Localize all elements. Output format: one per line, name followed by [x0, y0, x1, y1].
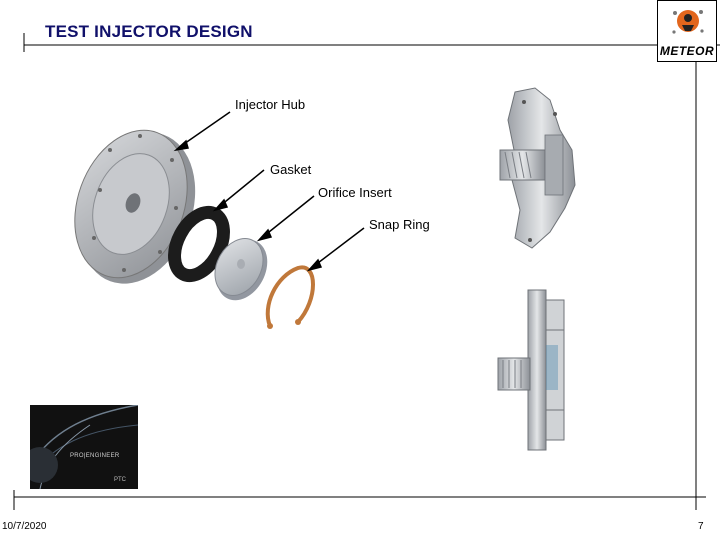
meteor-emblem-icon: [672, 10, 704, 34]
page-number: 7: [698, 521, 704, 532]
orifice-insert-part: [214, 238, 268, 301]
injector-hub-part: [74, 129, 196, 284]
thumbnail-sub: PTC: [114, 477, 126, 483]
page-title: TEST INJECTOR DESIGN: [45, 22, 253, 41]
meteor-logo: METEOR: [657, 0, 717, 62]
thumbnail-swoosh-graphic: [30, 405, 138, 489]
side-view-bottom: [497, 289, 565, 451]
thumbnail-brand: PRO|ENGINEER: [70, 453, 120, 459]
callout-gasket: Gasket: [270, 162, 312, 177]
callout-orifice-insert: Orifice Insert: [318, 185, 392, 200]
callout-arrows: [173, 111, 365, 272]
callout-injector-hub: Injector Hub: [235, 97, 306, 112]
snap-ring-part: [265, 265, 315, 329]
callout-snap-ring: Snap Ring: [369, 217, 430, 232]
gasket-part: [168, 205, 230, 283]
side-view-top: [499, 87, 576, 249]
footer-date: 10/7/2020: [2, 521, 47, 532]
software-thumbnail: PRO|ENGINEER PTC: [30, 405, 138, 489]
logo-text: METEOR: [659, 44, 715, 58]
